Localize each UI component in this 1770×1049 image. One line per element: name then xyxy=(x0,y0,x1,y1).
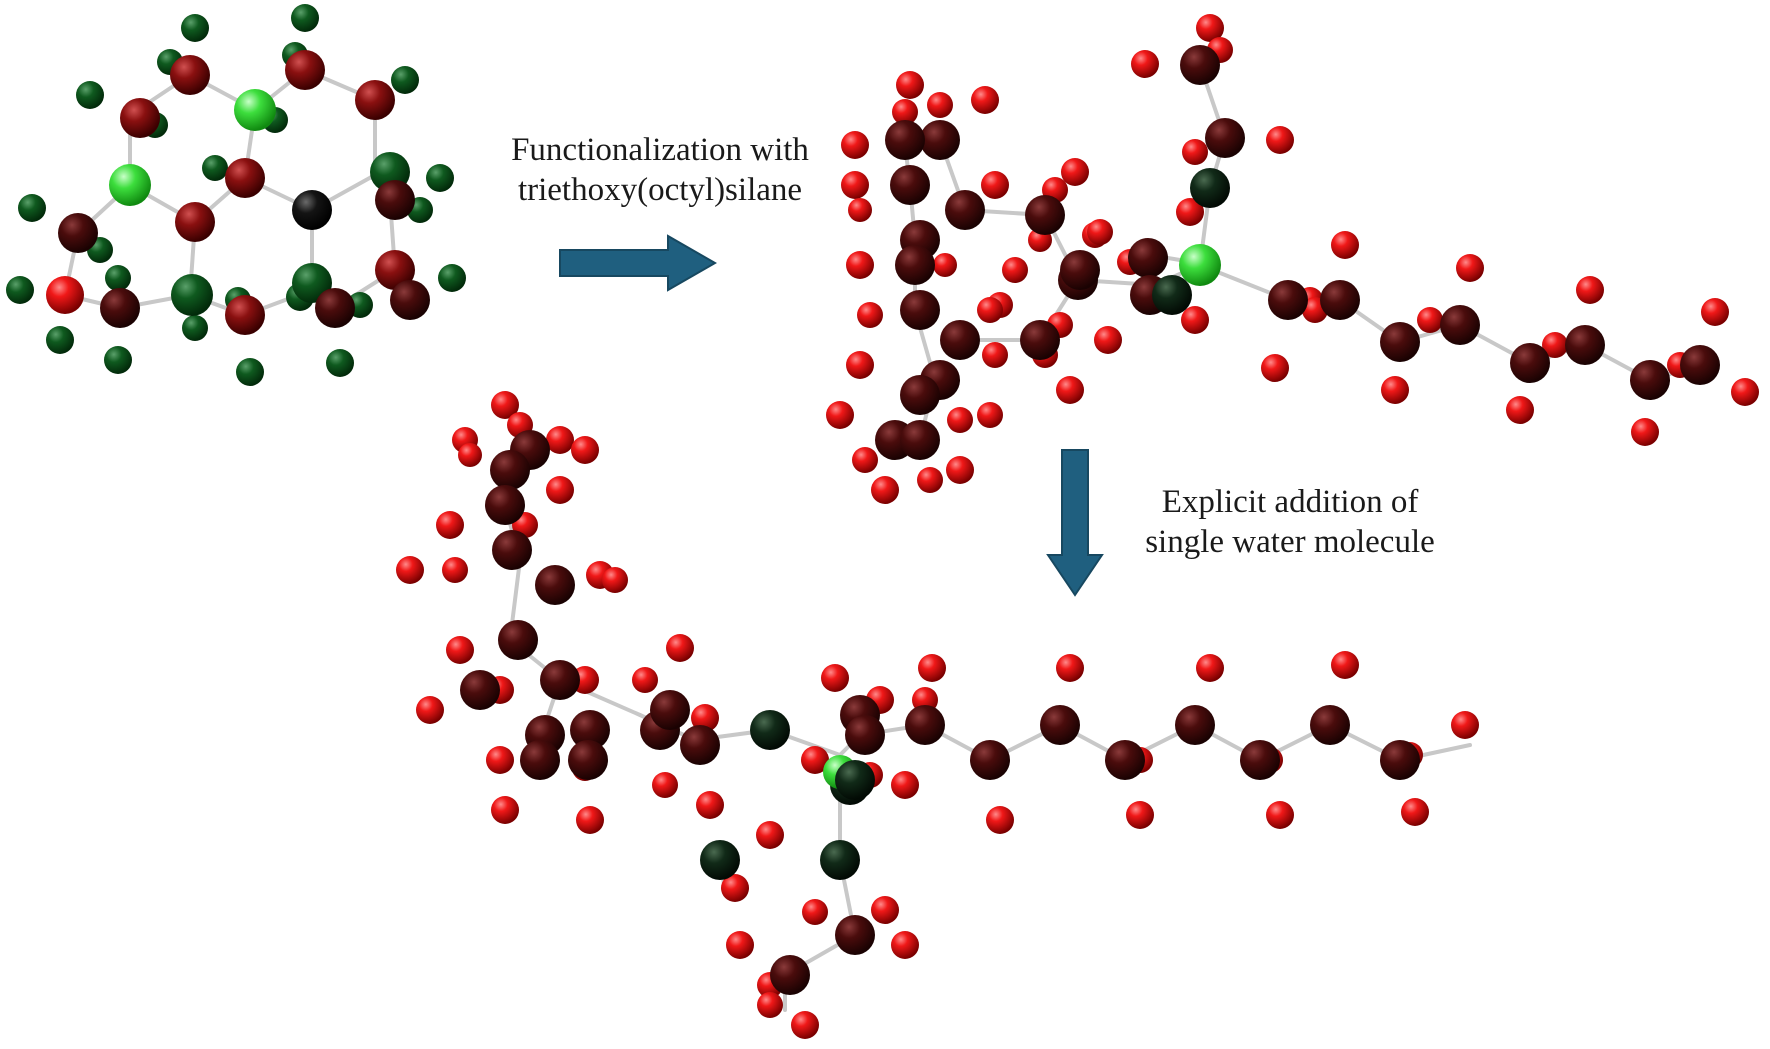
molecule-functionalized xyxy=(826,14,1759,504)
caption-functionalization: Functionalization with triethoxy(octyl)s… xyxy=(470,130,850,210)
caption-water-addition-line2: single water molecule xyxy=(1145,524,1435,560)
caption-water-addition: Explicit addition of single water molecu… xyxy=(1110,482,1470,562)
caption-functionalization-line2: triethoxy(octyl)silane xyxy=(517,172,803,208)
arrow-down xyxy=(1046,449,1104,597)
molecule-silica-cluster xyxy=(6,4,466,386)
arrow-right xyxy=(559,234,718,292)
caption-functionalization-line1: Functionalization with xyxy=(511,132,809,168)
atoms xyxy=(396,391,1479,1039)
bonds xyxy=(893,63,1702,442)
atoms xyxy=(826,14,1759,504)
caption-water-addition-line1: Explicit addition of xyxy=(1161,484,1419,520)
molecule-with-water xyxy=(396,391,1479,1039)
atoms xyxy=(6,4,466,386)
